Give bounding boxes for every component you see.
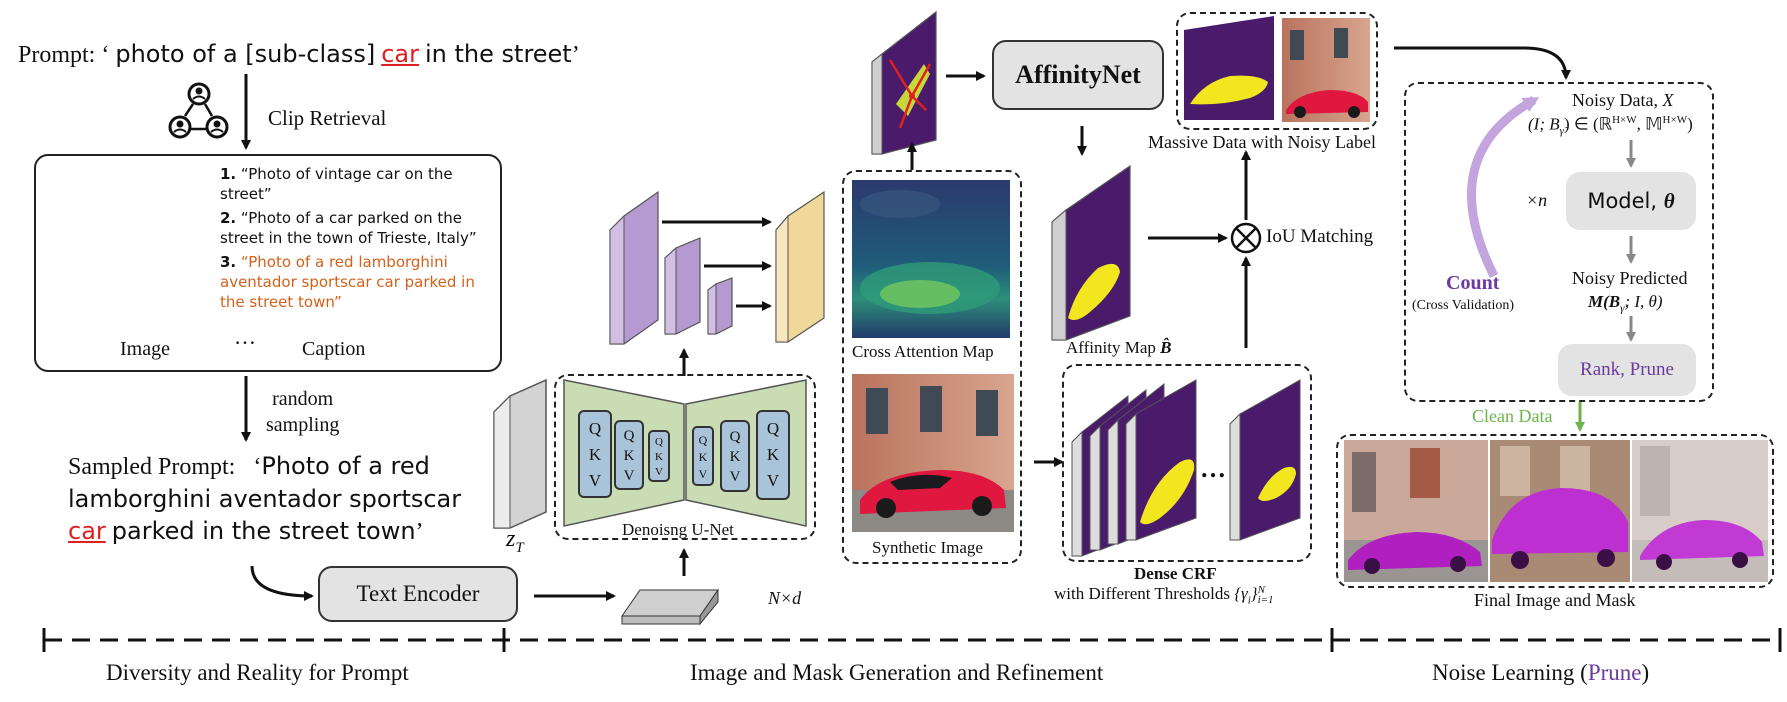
count-loop-arrow [1467,96,1540,279]
affinitynet-block: AffinityNet [992,40,1164,110]
clip-retrieval-label: Clip Retrieval [268,106,387,130]
massive-data-label: Massive Data with Noisy Label [1148,132,1376,152]
arrow-prompt-to-encoder [250,565,314,601]
arrow-massive-to-noisy [1394,46,1571,80]
prompt-highlight-car: car [381,40,419,68]
synthetic-image-label: Synthetic Image [872,538,983,557]
cross-validation-label: (Cross Validation) [1412,298,1515,313]
section-label-prompt: Diversity and Reality for Prompt [106,660,409,685]
feature-maps-yellow [775,190,825,343]
times-n-label: ×n [1526,190,1548,210]
massive-data-dashed-box [1176,12,1378,130]
nxd-label: N×d [768,588,802,608]
unet-label: Denoisng U-Net [622,520,734,539]
rank-prune-block: Rank, Prune [1558,344,1696,396]
caption-item-1: 1. “Photo of vintage car on the street” [220,165,453,203]
synthetic-image [852,374,1014,532]
attention-points-slab [871,10,937,155]
noisy-data-formula: (I; Bγ̃) ∈ (ℝH×W, 𝕄H×W) [1528,114,1693,138]
final-image-3 [1632,440,1768,582]
section-label-noise: Noise Learning (Prune) [1432,660,1650,685]
iou-matching-label: IoU Matching [1266,226,1374,247]
final-image-1 [1344,440,1488,582]
count-label: Count [1446,272,1500,294]
cross-attention-label: Cross Attention Map [852,342,994,361]
token-embedding-bar [621,588,719,626]
caption-label: Caption [302,338,366,360]
noisy-predicted-label: Noisy Predicted [1572,268,1688,288]
text-encoder-block: Text Encoder [318,566,518,622]
crf-ellipsis: … [1200,454,1226,483]
affinity-map-slab [1051,164,1131,341]
caption-item-3: 3. “Photo of a red lamborghini aventador… [220,253,475,311]
iou-multiply-icon [1230,222,1262,254]
section-label-generation: Image and Mask Generation and Refinement [690,660,1104,685]
prompt-text-post: in the street [425,40,572,68]
retrieval-results-box [34,154,502,372]
prompt-close-quote: ’ [571,42,580,68]
final-image-2 [1490,440,1630,582]
cross-attention-map [852,180,1010,338]
caption-list: 1. “Photo of vintage car on the street” … [220,164,496,312]
feature-maps-purple [609,190,733,345]
prompt-label: Prompt: [18,42,96,68]
massive-data-photo [1282,18,1370,122]
final-image-label: Final Image and Mask [1474,590,1636,610]
sampled-prompt: Sampled Prompt: ‘Photo of a red lamborgh… [68,452,462,545]
model-block: Model, θ [1566,172,1696,230]
sampled-prompt-label: Sampled Prompt: [68,454,236,480]
caption-dots: … [234,324,256,349]
attention-dashed-box [842,170,1022,564]
noise-learning-dashed-box [1404,82,1714,402]
dense-crf-label: Dense CRF [1134,564,1217,583]
image-label: Image [120,338,170,360]
noisy-data-label: Noisy Data, X [1572,90,1674,110]
affinity-map-label: Affinity Map B̂ [1066,338,1172,357]
dense-crf-dashed-box [1062,364,1312,562]
people-network-icon [168,82,229,139]
clean-data-label: Clean Data [1472,406,1553,426]
noisy-predicted-formula: M(Bγ̃; I, θ) [1588,292,1663,315]
caption-item-2: 2. “Photo of a car parked on the street … [220,209,477,247]
final-image-dashed-box [1336,434,1774,588]
prompt-text-pre: photo of a [sub-class] [115,40,376,68]
prompt-open-quote: ‘ [101,42,110,68]
massive-data-mask [1184,16,1274,120]
prompt-line: Prompt: ‘ photo of a [sub-class] car in … [18,40,580,69]
unet-dashed-box [554,374,816,540]
dense-crf-stack [1071,379,1301,557]
zt-label: zT [506,526,524,556]
sampled-prompt-highlight-car: car [68,517,106,545]
